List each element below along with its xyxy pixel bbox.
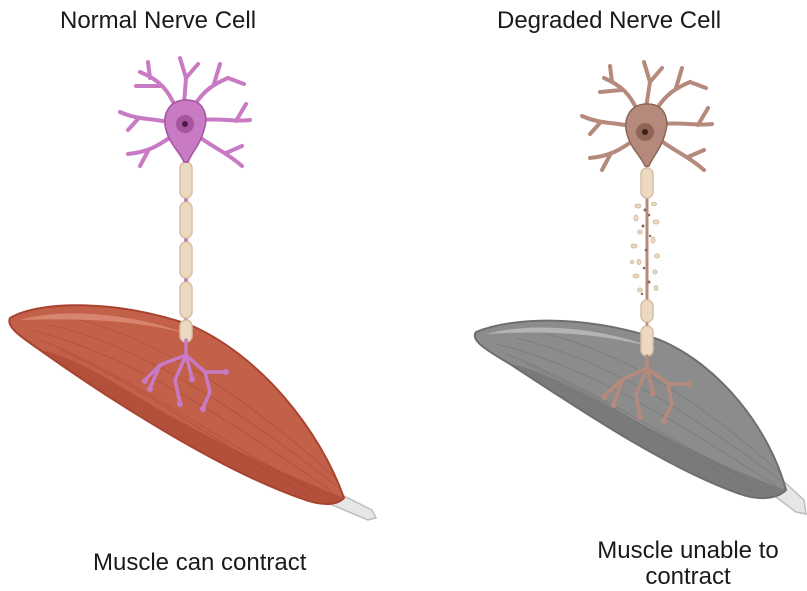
- degraded-muscle-belly: [475, 321, 786, 498]
- myelin-segment: [641, 168, 653, 198]
- degraded-caption-line2: contract: [572, 564, 804, 590]
- normal-muscle: [9, 305, 376, 520]
- myelin-segment: [180, 242, 192, 278]
- degraded-panel: [475, 62, 806, 514]
- degraded-title: Degraded Nerve Cell: [497, 8, 721, 34]
- myelin-segment: [180, 202, 192, 238]
- myelin-segment: [641, 326, 653, 356]
- degraded-axon: [641, 165, 653, 358]
- myelin-segment: [180, 162, 192, 198]
- normal-panel: [9, 58, 376, 520]
- degraded-caption: Muscle unable to contract: [572, 538, 804, 590]
- degraded-caption-line1: Muscle unable to: [572, 538, 804, 564]
- normal-axon: [180, 160, 192, 342]
- degraded-nucleolus: [642, 129, 648, 135]
- normal-nucleolus: [182, 121, 188, 127]
- normal-title: Normal Nerve Cell: [60, 8, 256, 34]
- myelin-debris: [630, 202, 659, 292]
- myelin-segment: [641, 300, 653, 322]
- normal-caption: Muscle can contract: [93, 550, 306, 576]
- normal-muscle-belly: [9, 305, 344, 504]
- myelin-segment: [180, 282, 192, 318]
